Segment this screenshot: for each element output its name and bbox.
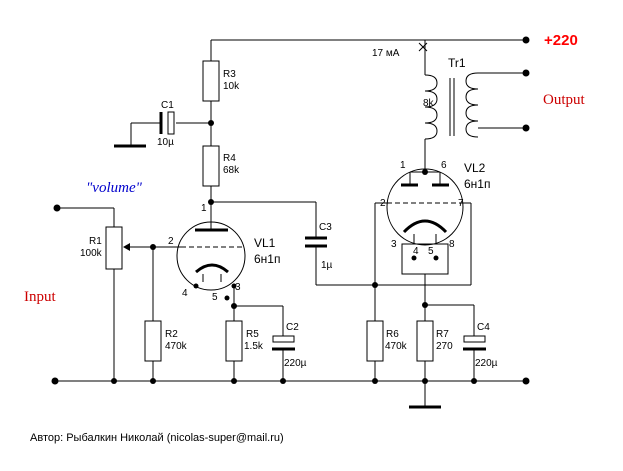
supply-terminal[interactable] (522, 36, 530, 44)
c2-name: C2 (286, 322, 299, 333)
output-ground-terminal[interactable] (522, 377, 530, 385)
r6-name: R6 (386, 329, 399, 340)
vl2-cathode (402, 219, 448, 234)
vl2-name: VL2 (464, 161, 486, 175)
node-gnd-c2 (280, 378, 286, 384)
vl2-pin-4: 4 (413, 246, 419, 257)
vl1-envelope (176, 221, 246, 291)
r4-name: R4 (223, 153, 236, 164)
input-label: Input (24, 289, 56, 305)
vl2-pin-3: 3 (391, 239, 397, 250)
capacitor-c4-plate-a[interactable] (463, 335, 486, 343)
transformer-secondary (465, 72, 479, 138)
vl1-pin-anode: 1 (201, 203, 207, 214)
vl2-pin-dot-4 (411, 255, 417, 261)
vl1-pin-heater-b: 5 (212, 292, 218, 303)
r7-value: 270 (436, 341, 453, 352)
output-terminal-top[interactable] (522, 69, 530, 77)
r3-name: R3 (223, 69, 236, 80)
r5-name: R5 (246, 329, 259, 340)
c3-name: C3 (319, 222, 332, 233)
c4-value: 220µ (475, 358, 498, 369)
current-mark-2 (418, 42, 428, 52)
vl2-pin-1: 1 (400, 160, 406, 171)
vl2-pin-6: 6 (441, 160, 447, 171)
r2-value: 470k (165, 341, 188, 352)
author-credit: Автор: Рыбалкин Николай (nicolas-super@m… (30, 432, 284, 444)
c1-value: 10µ (157, 137, 174, 148)
resistor-r3[interactable] (202, 60, 220, 102)
vl2-pin-7: 7 (458, 198, 464, 209)
c2-value: 220µ (284, 358, 307, 369)
transformer-primary (424, 74, 438, 148)
r7-name: R7 (436, 329, 449, 340)
output-label: Output (543, 92, 586, 108)
vl2-type: 6н1п (464, 177, 490, 191)
transformer-name: Tr1 (448, 56, 466, 70)
vl1-heater-pin-4 (193, 283, 199, 289)
resistor-r4[interactable] (202, 145, 220, 187)
vl1-cathode (195, 263, 229, 274)
output-terminal-bottom[interactable] (522, 124, 530, 132)
vl1-pin-cathode: 3 (235, 282, 241, 293)
vl1-pin-heater-a: 4 (182, 288, 188, 299)
node-gnd-r1 (111, 378, 117, 384)
vl2-pin-dot-5 (433, 255, 439, 261)
resistor-r2[interactable] (144, 320, 162, 362)
c1-name: C1 (161, 100, 174, 111)
vl2-cathode-loop (401, 243, 449, 275)
vl1-heater-pin-5 (224, 295, 230, 301)
c4-name: C4 (477, 322, 490, 333)
resistor-r7[interactable] (416, 320, 434, 362)
transformer-ratio: 8k (423, 98, 435, 109)
node-gnd-r5 (231, 378, 237, 384)
r1-name: R1 (89, 236, 102, 247)
r4-value: 68k (223, 165, 240, 176)
c3-value: 1µ (321, 260, 333, 271)
volume-label: "volume" (86, 180, 143, 196)
node-gnd-r2 (150, 378, 156, 384)
capacitor-c1-plate-b[interactable] (167, 111, 175, 135)
vl2-pin-2: 2 (380, 198, 386, 209)
potentiometer-r1[interactable] (105, 226, 123, 270)
current-label: 17 мА (372, 48, 400, 59)
vl1-type: 6н1п (254, 252, 280, 266)
r2-name: R2 (165, 329, 178, 340)
capacitor-c2-plate-a[interactable] (272, 335, 295, 343)
vl1-pin-grid: 2 (168, 236, 174, 247)
resistor-r6[interactable] (366, 320, 384, 362)
vl2-heater (413, 234, 437, 244)
resistor-r5[interactable] (225, 320, 243, 362)
tube-vl2[interactable] (386, 168, 464, 246)
vl2-pin-8: 8 (449, 239, 455, 250)
tube-vl1[interactable] (176, 202, 246, 291)
r6-value: 470k (385, 341, 408, 352)
r5-value: 1.5k (244, 341, 264, 352)
vl1-name: VL1 (254, 236, 276, 250)
r1-value: 100k (80, 248, 103, 259)
vl2-pin-5: 5 (428, 246, 434, 257)
vl1-heater (202, 274, 222, 282)
r3-value: 10k (223, 81, 240, 92)
supply-voltage-label: +220 (544, 32, 578, 49)
r1-wiper-arrow (123, 243, 130, 251)
vl2-envelope (386, 168, 464, 246)
